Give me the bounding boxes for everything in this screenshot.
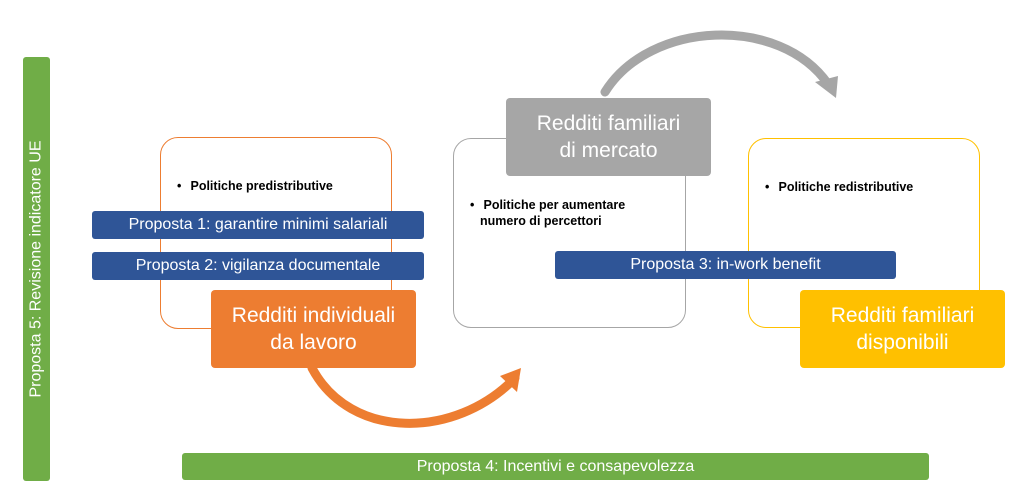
middle-card-bullet: Politiche per aumentare numero di percet… — [470, 197, 680, 229]
redditi-familiari-disponibili-box: Redditi familiari disponibili — [800, 290, 1005, 368]
proposta-1-bar: Proposta 1: garantire minimi salariali — [92, 211, 424, 239]
redditi-familiari-mercato-box: Redditi familiari di mercato — [506, 98, 711, 176]
left-card-bullet: Politiche predistributive — [177, 178, 387, 194]
redditi-individuali-box: Redditi individuali da lavoro — [211, 290, 416, 368]
arrow-orange-curve — [307, 363, 520, 428]
arrow-grey-head — [815, 76, 838, 98]
proposta-3-bar: Proposta 3: in-work benefit — [555, 251, 896, 279]
arrow-grey-curve — [600, 30, 833, 97]
proposta-2-bar: Proposta 2: vigilanza documentale — [92, 252, 424, 280]
right-card-bullet: Politiche redistributive — [765, 179, 975, 195]
proposta-4-bar: Proposta 4: Incentivi e consapevolezza — [182, 453, 929, 480]
proposta-5-bar: Proposta 5: Revisione indicatore UE — [23, 57, 50, 481]
arrow-orange-head — [500, 368, 521, 392]
